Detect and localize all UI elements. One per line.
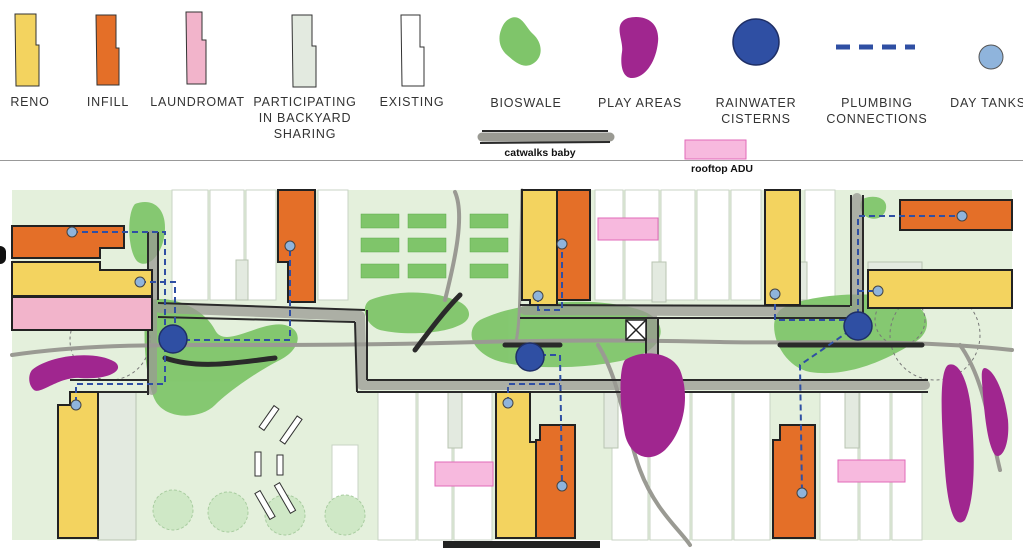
edge-marker	[0, 246, 6, 264]
bioswale-swatch	[499, 17, 541, 66]
day-tanks	[66, 210, 968, 499]
label-infill: INFILL	[86, 95, 130, 109]
laundromat-building	[11, 296, 153, 331]
legend-swatches	[14, 11, 1004, 160]
label-participating: PARTICIPATING IN BACKYARD SHARING	[253, 95, 357, 141]
label-reno: RENO	[10, 95, 50, 109]
legend-divider	[0, 160, 1023, 161]
label-rooftop-adu: rooftop ADU	[690, 163, 753, 175]
garden-beds	[360, 213, 509, 279]
label-plumbing: PLUMBING CONNECTIONS	[826, 96, 928, 126]
label-existing: EXISTING	[379, 95, 445, 109]
rainwater-cistern-swatch	[732, 18, 780, 66]
laundromat-swatch	[185, 11, 207, 85]
tree-canopies	[152, 489, 366, 536]
legend: RENO INFILL LAUNDROMAT PARTICIPATING IN …	[0, 0, 1023, 175]
label-rainwater: RAINWATER CISTERNS	[715, 96, 797, 126]
label-laundromat: LAUNDROMAT	[150, 95, 245, 109]
label-play-areas: PLAY AREAS	[598, 96, 682, 110]
existing-lots-top	[171, 189, 836, 301]
infill-swatch	[95, 14, 120, 86]
benches	[254, 404, 303, 521]
existing-swatch	[400, 14, 425, 87]
reno-swatch	[14, 13, 40, 87]
label-day-tanks: DAY TANKS	[950, 96, 1023, 110]
label-catwalks: catwalks baby	[504, 147, 576, 159]
bottom-scrollbar[interactable]	[443, 541, 600, 548]
crossing-box	[625, 319, 647, 341]
day-tank-swatch	[978, 44, 1004, 70]
play-areas-swatch	[619, 17, 659, 78]
rooftop-adus	[434, 217, 906, 487]
catwalk-swatch-2	[479, 141, 611, 144]
label-bioswale: BIOSWALE	[490, 96, 562, 110]
rooftop-adu-swatch	[684, 139, 747, 160]
infill-buildings	[11, 189, 1013, 539]
play-areas	[29, 353, 1009, 523]
site-plan	[10, 188, 1014, 547]
rainwater-cisterns	[158, 311, 873, 372]
participating-swatch	[291, 14, 317, 88]
